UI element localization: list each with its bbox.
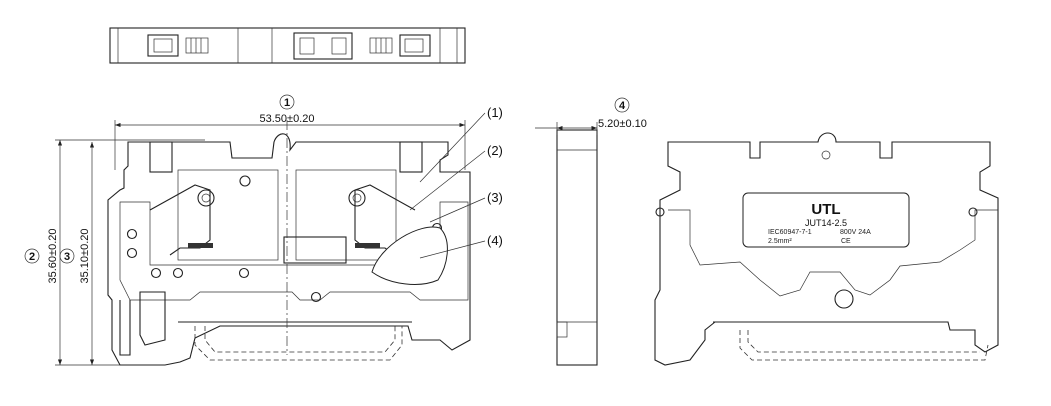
- callout-3: (3): [487, 190, 503, 205]
- dimension-marker: 1: [284, 97, 290, 109]
- width-value: 53.50±0.20: [260, 113, 315, 125]
- cross-section-text: 2.5mm²: [768, 238, 792, 245]
- model-number: JUT14-2.5: [805, 218, 847, 228]
- callout-2: (2): [487, 143, 503, 158]
- height-dimensions: 2 35.60±0.20 3 35.10±0.20: [24, 139, 205, 366]
- back-view: UTL JUT14-2.5 IEC60947-7-1 800V 24A 2.5m…: [654, 132, 999, 366]
- height-body-value: 35.10±0.20: [79, 229, 91, 284]
- callouts: (1) (2) (3) (4): [409, 105, 503, 259]
- thickness-value: 5.20±0.10: [598, 118, 647, 130]
- brand-logo: UTL: [811, 201, 840, 218]
- front-section-view: [107, 120, 471, 366]
- dimension-marker: 3: [64, 251, 70, 263]
- side-view: 4 5.20±0.10: [535, 97, 647, 366]
- width-dimension: 1 53.50±0.20: [114, 94, 466, 170]
- top-view: [109, 27, 466, 64]
- height-total-value: 35.60±0.20: [47, 229, 59, 284]
- ce-mark: CE: [841, 238, 851, 245]
- dimension-marker: 4: [619, 100, 626, 112]
- callout-4: (4): [487, 233, 503, 248]
- standard-text: IEC60947-7-1: [768, 229, 812, 236]
- dimension-marker: 2: [29, 251, 35, 263]
- callout-1: (1): [487, 105, 503, 120]
- label-plate: [742, 192, 910, 248]
- rating-text: 800V 24A: [840, 229, 871, 236]
